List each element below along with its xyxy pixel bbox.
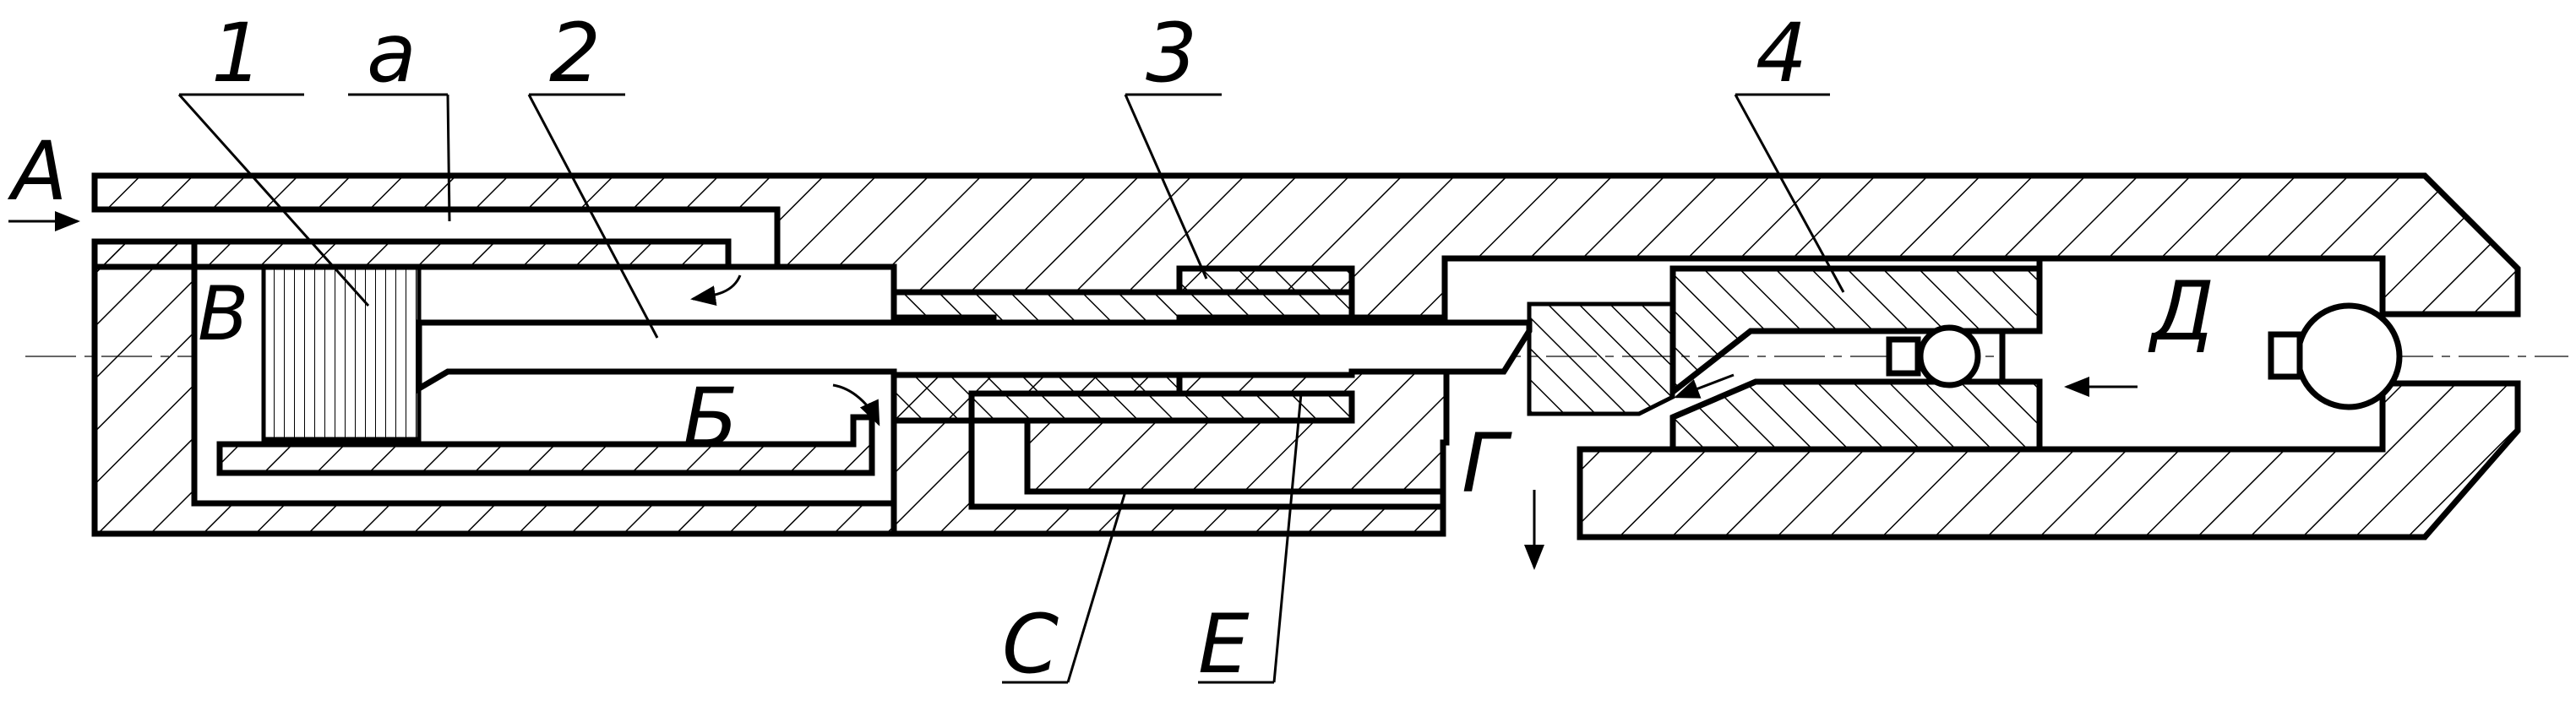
label-cavity-C: C: [1002, 597, 1059, 692]
label-flow-A: A: [7, 124, 68, 219]
arrow-inner-flow: [1674, 373, 1735, 399]
label-part-3: 3: [1146, 6, 1197, 100]
seat-right: [2268, 331, 2303, 380]
leader-C: [1066, 491, 1127, 683]
label-part-1: 1: [211, 6, 263, 100]
arrow-B-flow: [832, 383, 880, 426]
ball-valve-right: [2295, 302, 2403, 410]
part-3-right-block: [1176, 265, 1355, 296]
label-cavity-a: a: [367, 6, 417, 100]
part-4-sleeve: [1669, 265, 2043, 399]
leader-1: [177, 93, 370, 307]
arrow-chamber-flow: [690, 274, 742, 307]
leader-2: [527, 94, 659, 339]
leader-3: [1124, 94, 1208, 280]
ball-valve-left: [1917, 324, 1981, 388]
seat-left: [1886, 336, 1921, 377]
label-cavity-E: E: [1198, 597, 1250, 692]
leader-E: [1272, 393, 1303, 683]
leader-a-stem: [446, 94, 451, 222]
label-outlet-Г: Г: [1462, 416, 1512, 511]
label-chamber-Б: Б: [683, 371, 738, 465]
part-2-stem: [416, 319, 1533, 394]
label-chamber-B: B: [198, 270, 248, 357]
label-inlet-Д: Д: [2148, 264, 2214, 359]
threaded-insert: [1527, 301, 1675, 416]
part-4-sleeve-lower: [1669, 378, 2043, 453]
leader-4: [1734, 94, 1845, 293]
label-part-4: 4: [1756, 6, 1807, 100]
part-3-upper: [890, 289, 1355, 326]
housing-upper-left: [91, 172, 2521, 321]
label-part-2: 2: [549, 6, 601, 100]
part-1-piston: [261, 264, 422, 442]
